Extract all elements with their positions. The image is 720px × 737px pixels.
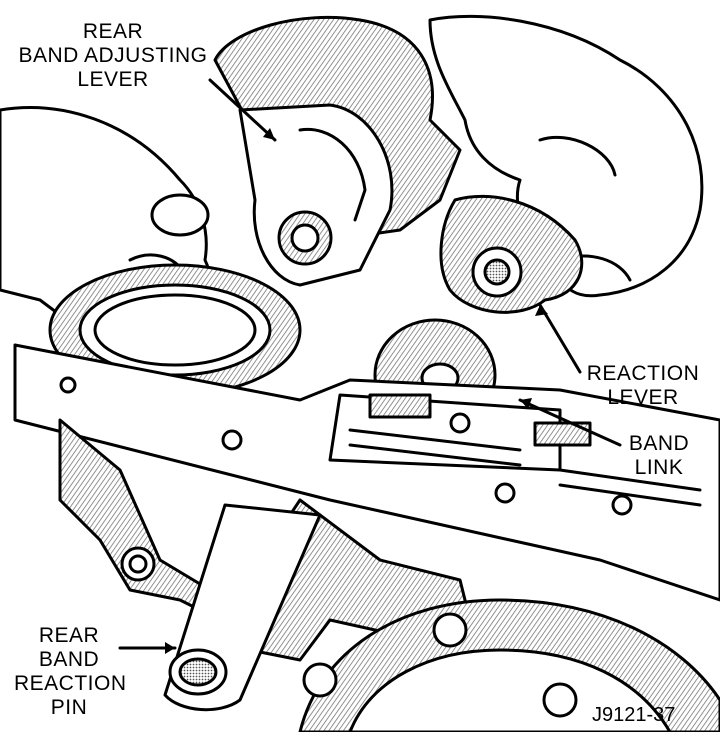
label-band-link: BAND LINK	[628, 432, 690, 479]
leader-band-link	[518, 398, 622, 447]
label-rear-band-adjusting-lever: REAR BAND ADJUSTING LEVER	[18, 20, 208, 91]
leader-adjusting-lever	[208, 78, 277, 142]
arrowhead-adjusting-lever	[263, 128, 275, 140]
leader-reaction-lever	[538, 303, 582, 374]
arrowhead-reaction-pin	[165, 642, 175, 654]
arrowhead-reaction-lever	[535, 305, 548, 316]
figure-id: J9121-37	[592, 704, 676, 726]
right-hand	[428, 14, 704, 298]
label-rear-band-reaction-pin: REAR BAND REACTION PIN	[14, 624, 127, 719]
arrowhead-band-link	[520, 398, 532, 409]
label-reaction-lever: REACTION LEVER	[586, 362, 700, 409]
